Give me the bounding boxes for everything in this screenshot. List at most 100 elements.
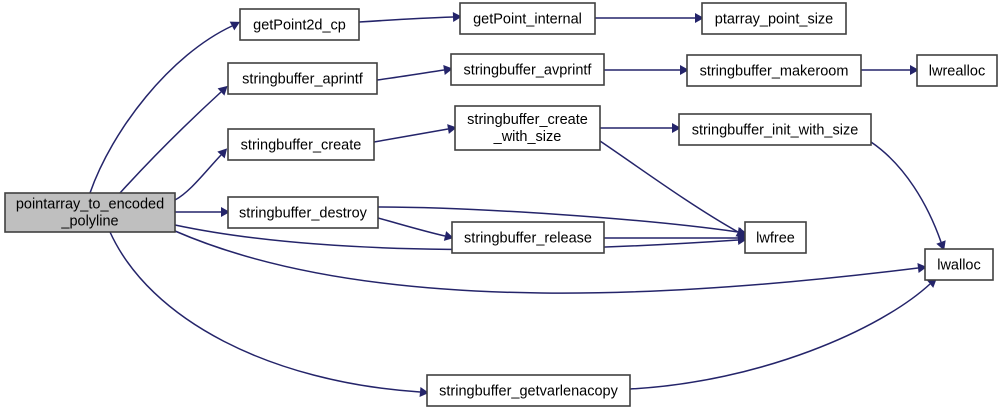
node-box-stringbuffer_avprintf[interactable] (450, 53, 605, 86)
node-label-stringbuffer_getvarlenacopy: stringbuffer_getvarlenacopy (439, 383, 618, 399)
node-box-stringbuffer_init_with_size[interactable] (678, 113, 872, 146)
node-label-stringbuffer_avprintf: stringbuffer_avprintf (464, 62, 593, 78)
edge-line (174, 154, 222, 201)
node-label-stringbuffer_destroy: stringbuffer_destroy (239, 205, 368, 221)
edge-getpoint_internal-to-ptarray_point_size (595, 13, 704, 23)
node-label-root: pointarray_to_encoded (16, 196, 164, 212)
edge-line (174, 224, 739, 251)
edge-stringbuffer_makeroom-to-lwrealloc (861, 65, 919, 75)
edge-arrowhead (452, 12, 462, 22)
edge-line (119, 91, 222, 194)
node-stringbuffer_release[interactable]: stringbuffer_release (451, 221, 605, 254)
edge-root-to-stringbuffer_create (174, 148, 228, 201)
edge-line (376, 69, 445, 81)
node-box-stringbuffer_getvarlenacopy[interactable] (426, 374, 631, 407)
edge-line (870, 141, 942, 243)
node-box-stringbuffer_create_with_size[interactable] (454, 105, 601, 151)
edge-line (109, 231, 421, 393)
edge-stringbuffer_create-to-stringbuffer_create_with_size (373, 124, 457, 143)
edge-arrowhead (672, 123, 681, 133)
edge-line (174, 230, 919, 294)
node-label-getpoint_internal: getPoint_internal (473, 11, 582, 27)
node-label-stringbuffer_init_with_size: stringbuffer_init_with_size (692, 122, 859, 138)
node-box-root[interactable] (4, 192, 176, 233)
node-box-stringbuffer_makeroom[interactable] (686, 54, 862, 87)
node-stringbuffer_init_with_size[interactable]: stringbuffer_init_with_size (678, 113, 872, 146)
node-getpoint_internal[interactable]: getPoint_internal (459, 2, 596, 35)
edge-arrowhead (738, 233, 747, 243)
node-label2-stringbuffer_create_with_size: _with_size (493, 129, 562, 145)
edge-arrowhead (680, 65, 689, 75)
node-layer: pointarray_to_encoded_polyline getPoint2d… (4, 2, 998, 407)
edge-arrowhead (917, 263, 927, 273)
edge-line (89, 25, 233, 194)
edge-stringbuffer_aprintf-to-stringbuffer_avprintf (376, 65, 453, 81)
edge-layer (89, 12, 946, 397)
edge-stringbuffer_create_with_size-to-lwfree (599, 140, 746, 237)
edge-root-to-stringbuffer_aprintf (119, 85, 228, 194)
edge-root-to-lwalloc (174, 230, 927, 294)
edge-stringbuffer_getvarlenacopy-to-lwalloc (629, 278, 937, 390)
node-box-lwalloc[interactable] (924, 248, 994, 281)
edge-line (377, 217, 446, 237)
node-ptarray_point_size[interactable]: ptarray_point_size (701, 2, 847, 35)
edge-arrowhead (419, 387, 429, 397)
node-lwrealloc[interactable]: lwrealloc (916, 54, 998, 87)
node-lwalloc[interactable]: lwalloc (924, 248, 994, 281)
edge-arrowhead (936, 240, 946, 251)
node-box-getpoint2d_cp[interactable] (239, 8, 360, 41)
edge-arrowhead (695, 13, 704, 23)
node-label-lwfree: lwfree (756, 230, 795, 246)
node-stringbuffer_create[interactable]: stringbuffer_create (227, 128, 375, 161)
edge-root-to-getpoint2d_cp (89, 21, 240, 194)
node-label-lwrealloc: lwrealloc (929, 63, 985, 79)
node-stringbuffer_create_with_size[interactable]: stringbuffer_create_with_size (454, 105, 601, 151)
node-box-getpoint_internal[interactable] (459, 2, 596, 35)
node-box-stringbuffer_aprintf[interactable] (227, 62, 378, 95)
node-lwfree[interactable]: lwfree (744, 221, 807, 254)
node-label-stringbuffer_create_with_size: stringbuffer_create (467, 112, 588, 128)
edge-getpoint2d_cp-to-getpoint_internal (358, 12, 462, 23)
node-label-getpoint2d_cp: getPoint2d_cp (253, 17, 346, 33)
edge-line (358, 16, 454, 23)
edge-stringbuffer_release-to-lwfree (603, 233, 747, 243)
edge-arrowhead (221, 207, 230, 217)
edge-arrowhead (217, 148, 228, 159)
edge-stringbuffer_destroy-to-stringbuffer_release (377, 217, 454, 241)
node-box-lwfree[interactable] (744, 221, 807, 254)
node-stringbuffer_avprintf[interactable]: stringbuffer_avprintf (450, 53, 605, 86)
edge-line (377, 206, 739, 233)
edge-arrowhead (443, 65, 453, 75)
edge-stringbuffer_create_with_size-to-stringbuffer_init_with_size (599, 123, 681, 133)
edge-stringbuffer_avprintf-to-stringbuffer_makeroom (604, 65, 689, 75)
node-label2-root: _polyline (60, 213, 118, 229)
node-label-lwalloc: lwalloc (937, 257, 981, 273)
node-root[interactable]: pointarray_to_encoded_polyline (4, 192, 176, 233)
node-label-stringbuffer_aprintf: stringbuffer_aprintf (242, 71, 364, 87)
edge-arrowhead (910, 65, 919, 75)
edge-line (599, 140, 739, 233)
node-box-stringbuffer_destroy[interactable] (227, 196, 379, 229)
node-stringbuffer_getvarlenacopy[interactable]: stringbuffer_getvarlenacopy (426, 374, 631, 407)
node-label-stringbuffer_makeroom: stringbuffer_makeroom (700, 63, 849, 79)
node-box-lwrealloc[interactable] (916, 54, 998, 87)
node-box-ptarray_point_size[interactable] (701, 2, 847, 35)
node-label-stringbuffer_create: stringbuffer_create (241, 137, 362, 153)
node-label-stringbuffer_release: stringbuffer_release (464, 230, 592, 246)
node-stringbuffer_destroy[interactable]: stringbuffer_destroy (227, 196, 379, 229)
node-stringbuffer_makeroom[interactable]: stringbuffer_makeroom (686, 54, 862, 87)
node-label-ptarray_point_size: ptarray_point_size (715, 11, 834, 27)
node-getpoint2d_cp[interactable]: getPoint2d_cp (239, 8, 360, 41)
edge-arrowhead (229, 21, 240, 31)
edge-root-to-stringbuffer_destroy (175, 207, 230, 217)
edge-stringbuffer_init_with_size-to-lwalloc (870, 141, 946, 251)
node-box-stringbuffer_release[interactable] (451, 221, 605, 254)
edge-arrowhead (447, 124, 457, 134)
edge-line (629, 283, 931, 390)
edge-arrowhead (217, 85, 228, 96)
node-stringbuffer_aprintf[interactable]: stringbuffer_aprintf (227, 62, 378, 95)
node-box-stringbuffer_create[interactable] (227, 128, 375, 161)
edge-line (373, 128, 449, 143)
